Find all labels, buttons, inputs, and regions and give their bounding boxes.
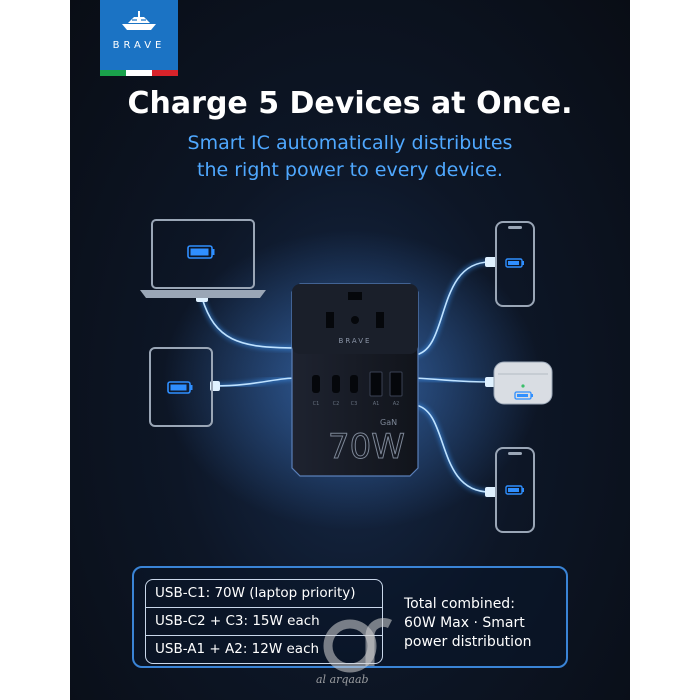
cable-phone-top [414, 259, 491, 358]
gan-label: GaN [380, 418, 397, 427]
spec-table: USB-C1: 70W (laptop priority) USB-C2 + C… [145, 579, 383, 664]
earbuds-case [493, 361, 553, 405]
ac-socket [326, 292, 384, 328]
total-line-3: power distribution [404, 634, 532, 650]
spec-row-a1-a2: USB-A1 + A2: 12W each [146, 635, 382, 663]
port-a2 [389, 371, 403, 397]
battery-icon [167, 381, 193, 394]
brand-logo: BRAVE [100, 0, 178, 76]
ship-icon [122, 11, 156, 30]
port-label-a2: A2 [393, 401, 400, 407]
port-label-c2: C2 [333, 401, 340, 407]
laptop [140, 219, 266, 298]
port-label-c3: C3 [351, 401, 358, 407]
charger-cube: BRAVE C1 C2 C3 A1 A2 70W GaN [291, 283, 419, 477]
battery-icon [187, 245, 215, 259]
total-line-1: Total combined: [404, 596, 515, 612]
phone-bottom-plug [485, 487, 497, 497]
subheadline-line-1: Smart IC automatically distributes [187, 132, 513, 154]
spec-row-c2-c3: USB-C2 + C3: 15W each [146, 607, 382, 635]
watermark-logo [323, 618, 393, 673]
headline: Charge 5 Devices at Once. [127, 86, 573, 121]
port-label-a1: A1 [373, 401, 380, 407]
italian-flag [100, 70, 178, 76]
port-c2 [332, 375, 340, 393]
subheadline: Smart IC automatically distributes the r… [70, 130, 630, 184]
port-a1 [369, 371, 383, 397]
phone-bottom [495, 447, 535, 533]
port-label-c1: C1 [313, 401, 320, 407]
product-banner: BRAVE Charge 5 Devices at Once. Smart IC… [70, 0, 630, 700]
port-c1 [312, 375, 320, 393]
brand-name: BRAVE [112, 40, 166, 51]
charger-brand: BRAVE [339, 337, 372, 345]
total-combined: Total combined: 60W Max · Smart power di… [404, 595, 532, 652]
cable-tablet [213, 375, 297, 389]
port-c3 [350, 375, 358, 393]
spec-panel: USB-C1: 70W (laptop priority) USB-C2 + C… [132, 566, 568, 668]
cable-laptop [199, 297, 297, 351]
phone-top [495, 221, 535, 307]
power-label: 70W [328, 427, 405, 467]
watermark-text: al arqaab [316, 673, 369, 686]
total-line-2: 60W Max · Smart [404, 615, 525, 631]
tablet [149, 347, 213, 427]
battery-icon [514, 391, 533, 400]
battery-icon [505, 485, 524, 495]
battery-icon [505, 258, 524, 268]
cable-phone-bottom [414, 402, 491, 495]
subheadline-line-2: the right power to every device. [197, 159, 503, 181]
phone-top-plug [485, 257, 497, 267]
spec-row-c1: USB-C1: 70W (laptop priority) [155, 585, 356, 601]
devices-illustration: BRAVE C1 C2 C3 A1 A2 70W GaN [140, 219, 553, 533]
cable-earbuds [414, 375, 491, 385]
